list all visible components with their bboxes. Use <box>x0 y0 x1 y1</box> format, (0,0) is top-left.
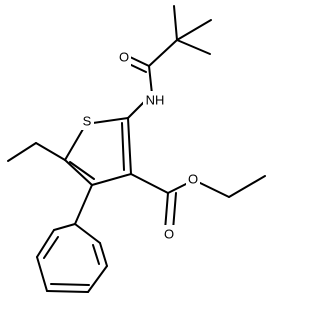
phenyl-ring <box>36 184 108 293</box>
atom-nh: NH <box>146 93 165 108</box>
atom-labels: O NH S O O <box>80 48 200 243</box>
atom-o-ester-carbonyl: O <box>164 227 174 242</box>
tert-butyl-group <box>148 5 212 67</box>
thiophene-ring <box>64 117 132 186</box>
atom-o-ester-ether: O <box>188 172 198 187</box>
atom-o-amide: O <box>119 50 129 65</box>
molecule-structure: O NH S O O <box>7 5 266 293</box>
ethyl-substituent <box>7 142 66 162</box>
atom-s: S <box>83 114 92 129</box>
